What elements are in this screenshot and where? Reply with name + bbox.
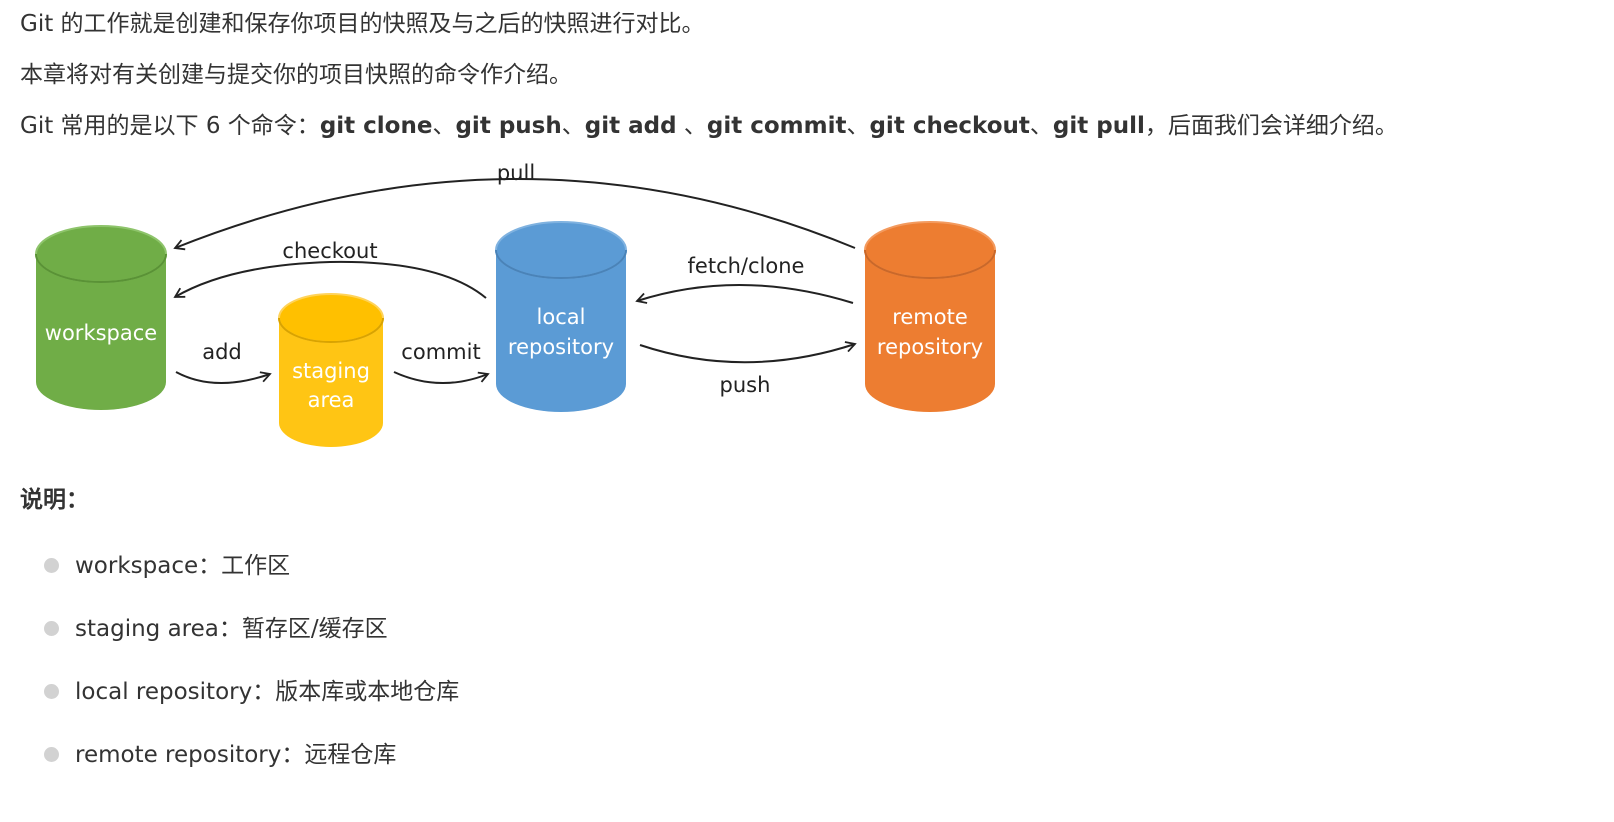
cmd-git-clone: git clone: [319, 113, 433, 139]
cmd-separator: 、: [846, 113, 870, 139]
remote-label-line-1: remote: [892, 305, 968, 329]
add-label: add: [202, 340, 242, 364]
staging-label-line-2: area: [308, 388, 355, 412]
fetch-clone-label: fetch/clone: [688, 254, 805, 278]
notes-title: 说明：: [20, 487, 89, 513]
pull-label: pull: [497, 161, 535, 185]
bullet-icon: [44, 684, 59, 699]
remote-cylinder-body: [865, 250, 995, 412]
workspace-cylinder-body: [36, 254, 166, 410]
workspace-label: workspace: [45, 321, 157, 345]
pull-arrow: [173, 178, 856, 251]
cmd-separator: 、: [432, 113, 456, 139]
commands-prefix: Git 常用的是以下 6 个命令：: [20, 113, 320, 139]
cmd-separator: 、: [561, 113, 585, 139]
local-label-line-2: repository: [508, 335, 614, 359]
cmd-separator: 、: [1029, 113, 1053, 139]
cmd-git-checkout: git checkout: [869, 113, 1030, 139]
intro-paragraph-commands: Git 常用的是以下 6 个命令：git clone、git push、git …: [20, 110, 1398, 142]
remote-repository-node: remote repository: [864, 221, 996, 412]
legend-workspace: workspace：工作区: [75, 553, 291, 579]
bullet-icon: [44, 747, 59, 762]
intro-paragraph-1: Git 的工作就是创建和保存你项目的快照及与之后的快照进行对比。: [20, 11, 705, 37]
legend-local-repository: local repository：版本库或本地仓库: [75, 679, 460, 705]
staging-node: staging area: [278, 293, 384, 447]
local-repository-node: local repository: [495, 221, 627, 412]
local-cylinder-body: [496, 250, 626, 412]
intro-paragraph-2: 本章将对有关创建与提交你的项目快照的命令作介绍。: [20, 62, 572, 88]
local-label-line-1: local: [537, 305, 586, 329]
checkout-label: checkout: [282, 239, 377, 263]
commit-label: commit: [401, 340, 480, 364]
add-arrow: [175, 371, 272, 384]
commands-suffix: ，后面我们会详细介绍。: [1144, 113, 1398, 139]
bullet-icon: [44, 621, 59, 636]
cmd-separator: 、: [676, 113, 707, 139]
push-label: push: [720, 373, 771, 397]
cmd-git-pull: git pull: [1052, 113, 1145, 139]
cmd-git-push: git push: [455, 113, 562, 139]
legend-staging-area: staging area：暂存区/缓存区: [75, 616, 388, 642]
staging-label-line-1: staging: [292, 359, 370, 383]
legend-remote-repository: remote repository：远程仓库: [75, 742, 397, 768]
remote-label-line-2: repository: [877, 335, 983, 359]
git-workflow-diagram: workspace staging area local repository …: [35, 161, 996, 447]
bullet-icon: [44, 558, 59, 573]
checkout-arrow: [173, 260, 487, 299]
fetch-clone-arrow: [635, 284, 854, 304]
cmd-git-commit: git commit: [706, 113, 847, 139]
staging-cylinder-body: [279, 318, 383, 447]
workspace-node: workspace: [35, 225, 167, 410]
push-arrow: [639, 341, 857, 364]
cmd-git-add: git add: [584, 113, 677, 139]
commit-arrow: [393, 371, 490, 384]
